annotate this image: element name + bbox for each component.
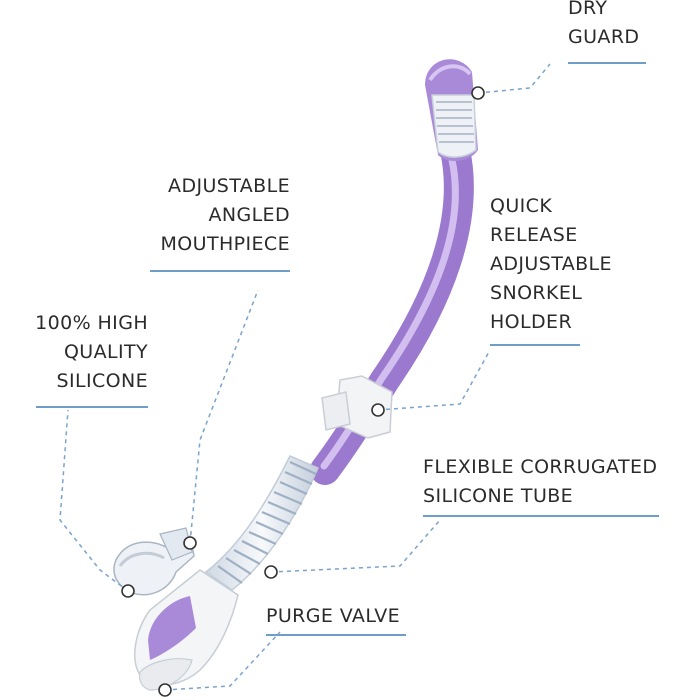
purge-valve-label: PURGE VALVE — [266, 605, 401, 627]
corrugated-tube — [204, 455, 319, 591]
leader-lines — [59, 63, 551, 691]
point-quick-release — [371, 403, 385, 417]
dry-guard-underline — [568, 62, 646, 64]
dry-guard-label: DRY GUARD — [568, 0, 640, 48]
point-dry-guard — [471, 86, 485, 100]
purge-valve-underline — [266, 634, 406, 636]
quick-release-underline — [490, 344, 580, 346]
point-purge-valve — [158, 683, 172, 697]
snorkel-tube-highlight — [320, 156, 459, 470]
leader-mouthpiece — [189, 289, 259, 544]
point-mouthpiece — [183, 536, 197, 550]
leader-purge-valve — [164, 631, 281, 691]
callout-points — [121, 86, 485, 697]
mouthpiece — [113, 527, 195, 596]
mouthpiece-label: ADJUSTABLE ANGLED MOUTHPIECE — [160, 175, 290, 255]
silicone-underline — [36, 406, 148, 408]
tube-label: FLEXIBLE CORRUGATED SILICONE TUBE — [423, 456, 658, 507]
tube-underline — [423, 515, 659, 517]
point-silicone — [121, 584, 135, 598]
mouthpiece-underline — [150, 270, 290, 272]
point-tube — [264, 565, 278, 579]
leader-dry-guard — [477, 63, 551, 94]
dry-guard — [425, 59, 478, 162]
quick-release-label: QUICK RELEASE ADJUSTABLE SNORKEL HOLDER — [490, 195, 612, 333]
leader-silicone — [59, 409, 129, 592]
purge-valve-housing — [134, 569, 239, 691]
leader-quick-release — [377, 349, 491, 411]
silicone-label: 100% HIGH QUALITY SILICONE — [35, 312, 148, 392]
snorkel-holder-clip — [321, 375, 393, 439]
leader-tube — [270, 519, 441, 573]
